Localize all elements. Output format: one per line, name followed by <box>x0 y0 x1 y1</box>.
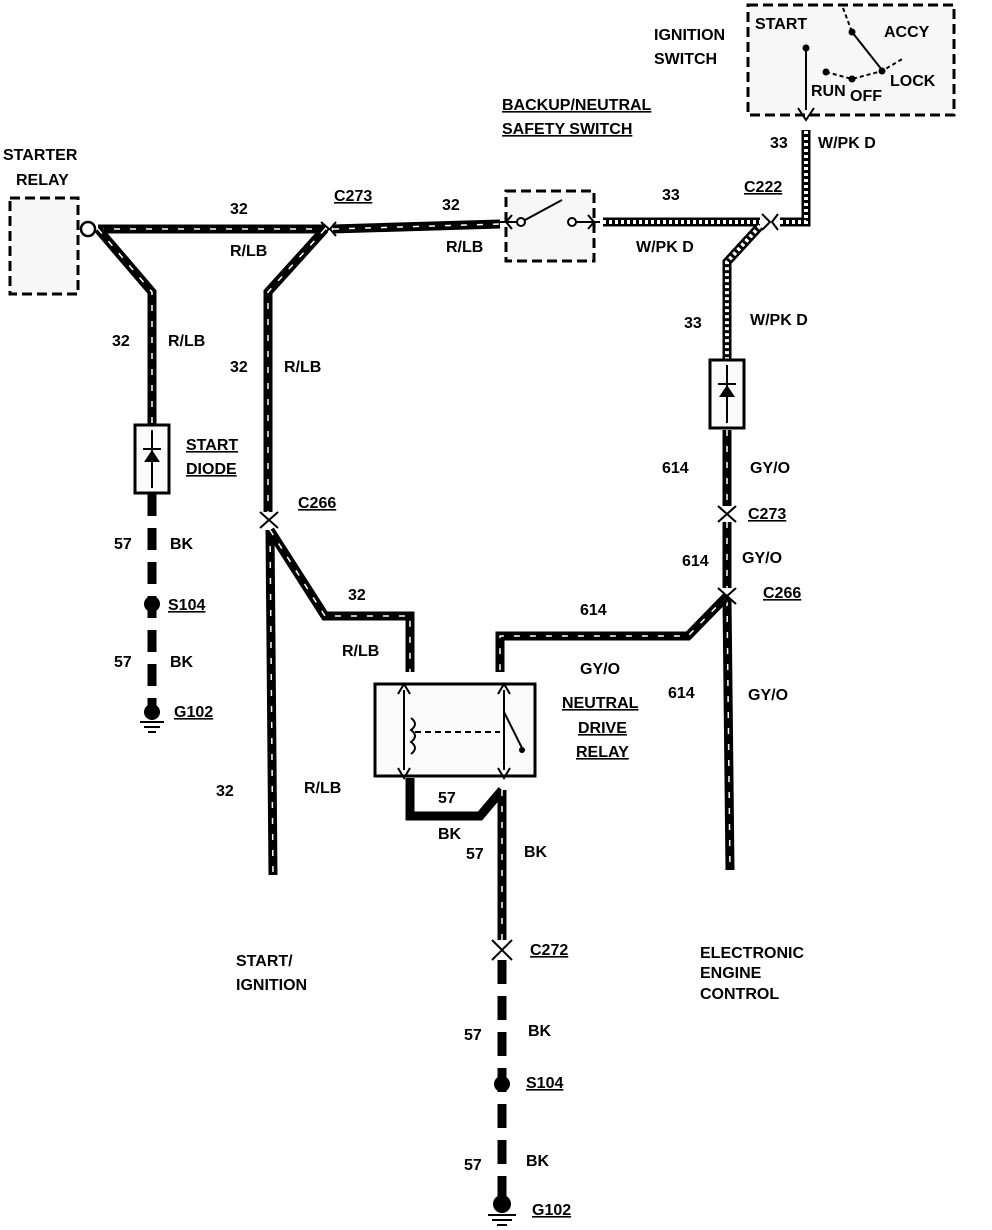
connector-c266-left-symbol <box>259 511 279 529</box>
ground-g102-left <box>140 704 164 733</box>
starter-relay <box>8 196 97 296</box>
neutral-drive-relay-label-1: NEUTRAL <box>562 695 639 712</box>
wire-label: GY/O <box>580 661 620 678</box>
wire-label: 57 <box>114 654 132 671</box>
wire-label: 614 <box>580 602 607 619</box>
wire-label: R/LB <box>342 643 379 660</box>
connector-c222-symbol <box>761 213 779 231</box>
wire-label: BK <box>524 844 548 861</box>
connector-c273-top-symbol <box>320 221 337 237</box>
connector-c222: C222 <box>744 179 782 196</box>
starter-relay-label-2: RELAY <box>16 172 69 189</box>
ignition-switch-label-1: IGNITION <box>654 27 725 44</box>
eec-label-2: ENGINE <box>700 965 762 982</box>
start-diode-label-1: START <box>186 437 238 454</box>
wire-label: 33 <box>684 315 702 332</box>
wire-label: W/PK D <box>750 312 808 329</box>
ignition-switch <box>746 3 956 122</box>
wire-label: 32 <box>230 359 248 376</box>
wire-label: BK <box>170 536 194 553</box>
wire-label: 32 <box>112 333 130 350</box>
wire-label: W/PK D <box>636 239 694 256</box>
wire-label: BK <box>170 654 194 671</box>
wire-label: 32 <box>230 201 248 218</box>
wire-label: W/PK D <box>818 135 876 152</box>
connector-c266-right-symbol <box>717 587 737 605</box>
starter-relay-label-1: STARTER <box>3 147 78 164</box>
connector-c272: C272 <box>530 942 568 959</box>
wire-32-rlb <box>94 219 501 876</box>
wire-label: GY/O <box>748 687 788 704</box>
wire-label: 57 <box>438 790 456 807</box>
wire-label: 57 <box>466 846 484 863</box>
ignition-off-label: OFF <box>850 88 882 105</box>
wire-label: 57 <box>114 536 132 553</box>
ignition-switch-label-2: SWITCH <box>654 51 717 68</box>
wire-33-wpkd <box>603 130 811 360</box>
connector-c273-right-symbol <box>717 505 737 523</box>
connector-c266-right: C266 <box>763 585 801 602</box>
wire-label: R/LB <box>230 243 267 260</box>
wire-label: 33 <box>770 135 788 152</box>
wire-label: 32 <box>216 783 234 800</box>
start-diode-label-2: DIODE <box>186 461 237 478</box>
wire-label: GY/O <box>742 550 782 567</box>
backup-switch-label-1: BACKUP/NEUTRAL <box>502 97 652 114</box>
wire-label: R/LB <box>304 780 341 797</box>
splice-s104-bottom <box>494 1076 510 1092</box>
eec-label-3: CONTROL <box>700 986 779 1003</box>
wire-label: 32 <box>348 587 366 604</box>
ground-g102-left-label: G102 <box>174 704 213 721</box>
ignition-run-label: RUN <box>811 83 846 100</box>
eec-diode <box>708 358 746 430</box>
wire-label: 32 <box>442 197 460 214</box>
ignition-start-label: START <box>755 16 807 33</box>
wire-label: R/LB <box>168 333 205 350</box>
wire-label: R/LB <box>446 239 483 256</box>
connector-c266-left: C266 <box>298 495 336 512</box>
ignition-lock-label: LOCK <box>890 73 936 90</box>
wire-label: BK <box>438 826 462 843</box>
ground-g102-bottom <box>488 1195 516 1226</box>
wire-label: 57 <box>464 1157 482 1174</box>
wire-label: 614 <box>668 685 695 702</box>
start-diode <box>133 423 171 495</box>
backup-neutral-safety-switch <box>500 189 600 263</box>
ground-g102-bottom-label: G102 <box>532 1202 571 1219</box>
splice-s104-left-label: S104 <box>168 597 205 614</box>
wire-label: R/LB <box>284 359 321 376</box>
wire-label: BK <box>528 1023 552 1040</box>
splice-s104-left <box>144 596 160 612</box>
eec-label-1: ELECTRONIC <box>700 945 804 962</box>
connector-c272-symbol <box>491 939 513 961</box>
wire-label: 57 <box>464 1027 482 1044</box>
ignition-accy-label: ACCY <box>884 24 930 41</box>
connector-c273-right: C273 <box>748 506 786 523</box>
backup-switch-label-2: SAFETY SWITCH <box>502 121 632 138</box>
start-ignition-label-2: IGNITION <box>236 977 307 994</box>
wire-label: 614 <box>682 553 709 570</box>
neutral-drive-relay <box>373 682 537 780</box>
start-ignition-label-1: START/ <box>236 953 293 970</box>
wire-label: BK <box>526 1153 550 1170</box>
neutral-drive-relay-label-2: DRIVE <box>578 720 627 737</box>
wire-614-gyo <box>495 430 735 871</box>
connector-c273-top: C273 <box>334 188 372 205</box>
neutral-drive-relay-label-3: RELAY <box>576 744 629 761</box>
splice-s104-bottom-label: S104 <box>526 1075 563 1092</box>
wire-label: GY/O <box>750 460 790 477</box>
wire-label: 614 <box>662 460 689 477</box>
wire-label: 33 <box>662 187 680 204</box>
